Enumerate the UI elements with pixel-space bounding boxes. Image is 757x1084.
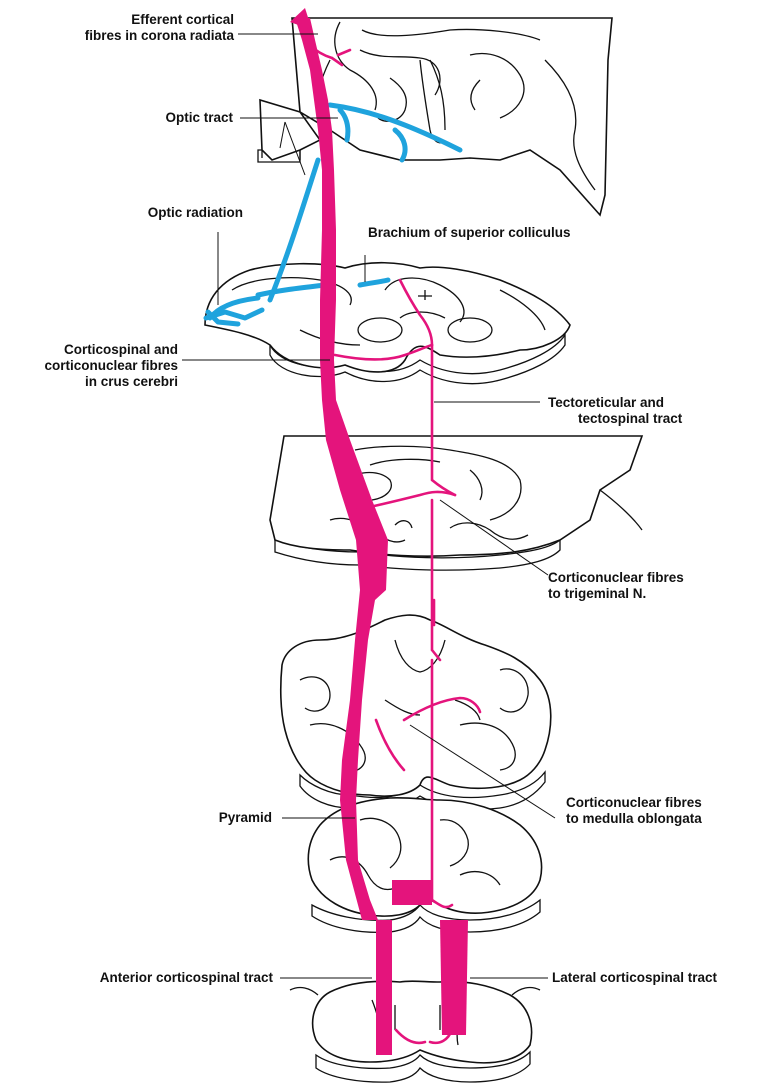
crus-line-3: in crus cerebri	[44, 374, 178, 390]
crus-line-1: Corticospinal and	[44, 342, 178, 358]
optic-tract-label: Optic tract	[165, 110, 233, 126]
trigeminal-line-2: to trigeminal N.	[548, 586, 684, 602]
efferent-line-1: Efferent cortical	[85, 12, 234, 28]
optic-radiation-label: Optic radiation	[148, 205, 243, 221]
anterior-corticospinal-tract-label: Anterior corticospinal tract	[100, 970, 273, 986]
spinal-cord-lower-section	[290, 981, 540, 1082]
pyramid-label: Pyramid	[219, 810, 272, 826]
crus-line-2: corticonuclear fibres	[44, 358, 178, 374]
tecto-line-1: Tectoreticular and	[548, 395, 682, 411]
efferent-line-2: fibres in corona radiata	[85, 28, 234, 44]
corticonuclear-trigeminal-label: Corticonuclear fibres to trigeminal N.	[548, 570, 684, 602]
corticonuclear-medulla-label: Corticonuclear fibres to medulla oblonga…	[566, 795, 702, 827]
medulla-line-2: to medulla oblongata	[566, 811, 702, 827]
brachium-superior-colliculus-label: Brachium of superior colliculus	[368, 225, 571, 241]
corticospinal-crus-label: Corticospinal and corticonuclear fibres …	[44, 342, 178, 390]
pons-section	[270, 436, 642, 570]
tectoreticular-tectospinal-label: Tectoreticular and tectospinal tract	[548, 395, 682, 427]
medulla-line-1: Corticonuclear fibres	[566, 795, 702, 811]
tecto-line-2: tectospinal tract	[548, 411, 682, 427]
lateral-corticospinal-tract-label: Lateral corticospinal tract	[552, 970, 717, 986]
trigeminal-line-1: Corticonuclear fibres	[548, 570, 684, 586]
efferent-cortical-fibres-label: Efferent cortical fibres in corona radia…	[85, 12, 234, 44]
